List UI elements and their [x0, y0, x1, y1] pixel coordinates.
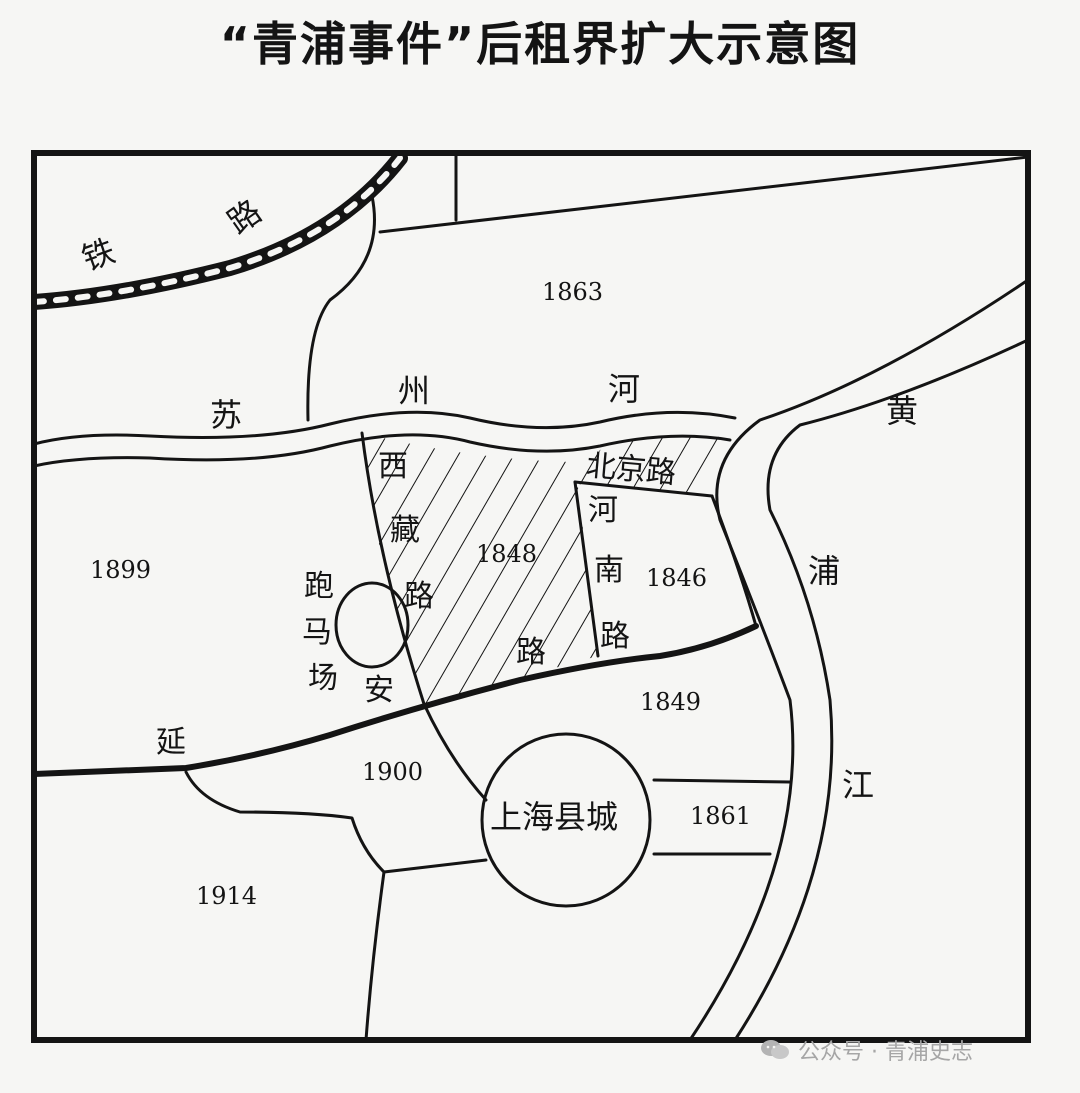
xizang-road-label-3: 路 — [404, 579, 434, 614]
henan-road-label-2: 南 — [594, 553, 624, 588]
wechat-icon — [761, 1040, 789, 1059]
boundary-1900-west — [184, 770, 488, 874]
xizang-road-label-2: 藏 — [390, 513, 420, 548]
suzhou-creek-label-2: 州 — [398, 372, 430, 410]
huangpu-label-1: 黄 — [886, 392, 918, 430]
watermark: 公众号 · 青浦史志 — [760, 1034, 973, 1066]
xizang-road-line — [360, 431, 488, 802]
watermark-text: 公众号 · 青浦史志 — [798, 1040, 973, 1065]
racecourse-label-3: 场 — [308, 661, 338, 696]
boundary-north-3 — [306, 194, 376, 422]
henan-road-label-3: 路 — [600, 619, 630, 654]
beijing-road-line — [573, 480, 714, 498]
year-1846: 1846 — [646, 564, 707, 592]
year-1863: 1863 — [542, 278, 603, 306]
boundary-north-2 — [378, 155, 1028, 234]
henan-road-label-1: 河 — [588, 493, 618, 528]
beijing-road-east — [710, 494, 758, 628]
map-title: “青浦事件”后租界扩大示意图 — [219, 17, 861, 71]
hatched-area-1848 — [362, 433, 598, 704]
boundary-1914 — [364, 870, 386, 1040]
suzhou-creek-label-1: 苏 — [210, 396, 242, 434]
railway-label-2: 路 — [221, 192, 269, 241]
yanan-road-label-1: 延 — [156, 725, 186, 760]
suzhou-creek-label-3: 河 — [608, 370, 640, 408]
henan-road-line — [573, 480, 600, 658]
yanan-road-label-2: 安 — [364, 673, 394, 708]
year-1849: 1849 — [640, 688, 701, 716]
boundary-1861-north — [652, 778, 792, 784]
beijing-road-label: 北京路 — [585, 448, 678, 491]
railway-dashes — [34, 155, 403, 305]
year-1900: 1900 — [362, 758, 423, 786]
year-1914: 1914 — [196, 882, 257, 910]
racecourse-label-1: 跑 — [304, 569, 334, 604]
huangpu-label-3: 江 — [842, 766, 874, 804]
suzhou-creek-south-bank — [34, 433, 732, 468]
huangpu-label-2: 浦 — [808, 552, 840, 590]
racecourse-oval — [334, 581, 410, 669]
hatched-area-beijing-road — [576, 434, 728, 495]
railway-line — [34, 153, 408, 310]
year-1861: 1861 — [690, 802, 751, 830]
county-city-oval — [480, 732, 652, 908]
racecourse-label-2: 马 — [302, 615, 332, 650]
year-1899: 1899 — [90, 556, 151, 584]
county-city-label: 上海县城 — [490, 798, 618, 836]
suzhou-creek-north-bank — [34, 410, 737, 446]
railway-label-1: 铁 — [77, 232, 120, 279]
map-frame — [31, 150, 1031, 1043]
xizang-road-label-1: 西 — [378, 449, 408, 484]
yanan-road-label-3: 路 — [516, 635, 546, 670]
huangpu-east-bank — [733, 338, 1028, 1040]
year-1848: 1848 — [476, 540, 537, 568]
yanan-road-line — [34, 623, 759, 777]
huangpu-west-bank — [688, 278, 1028, 1040]
